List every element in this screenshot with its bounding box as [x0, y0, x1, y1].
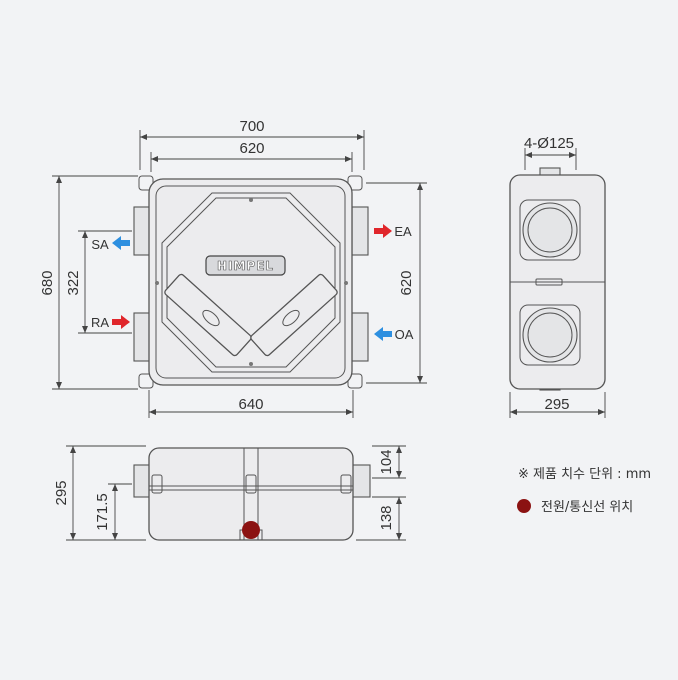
side-upper-duct	[522, 202, 578, 258]
bottom-right-port	[351, 464, 371, 498]
dim-depth: 295	[544, 396, 569, 413]
dim-port-spacing: 322	[65, 270, 82, 295]
logo-plate	[205, 255, 286, 276]
bottom-dimensions: 295 171.5 104 138	[53, 445, 406, 541]
port-label-ea: EA	[394, 224, 412, 239]
bottom-view	[133, 447, 371, 541]
port-label-oa: OA	[395, 327, 414, 342]
filter-slots	[164, 273, 338, 357]
dim-outer-width: 700	[239, 118, 264, 135]
dim-bottom-offset: 138	[378, 505, 395, 530]
dim-port-height: 171.5	[94, 493, 111, 531]
port-label-ra: RA	[91, 315, 109, 330]
airflow-labels: SA RA EA OA	[91, 224, 414, 342]
oa-port	[351, 312, 369, 362]
side-view	[509, 167, 606, 391]
power-legend-dot-icon	[517, 499, 531, 513]
oa-arrow-icon	[374, 327, 392, 341]
unit-body	[148, 178, 353, 386]
power-connection-dot	[242, 521, 260, 539]
side-dimensions: 4-Ø125 295	[509, 135, 606, 418]
port-label-sa: SA	[91, 237, 109, 252]
front-dimensions: 700 620 680 322 620 640	[39, 118, 427, 418]
unit-note: ※ 제품 치수 단위 : mm	[518, 467, 651, 482]
dim-bottom-height: 295	[53, 480, 70, 505]
dim-left-height: 680	[39, 270, 56, 295]
ea-port	[351, 206, 369, 256]
power-position-label: 전원/통신선 위치	[541, 500, 633, 515]
ra-arrow-icon	[112, 315, 130, 329]
dim-top-offset: 104	[378, 449, 395, 474]
ra-port	[133, 312, 151, 362]
legend: ※ 제품 치수 단위 : mm 전원/통신선 위치	[517, 467, 651, 515]
ea-arrow-icon	[374, 224, 392, 238]
brand-logo: HIMPEL	[217, 259, 274, 273]
dim-bottom-width: 640	[238, 396, 263, 413]
sa-arrow-icon	[112, 236, 130, 250]
front-view: HIMPEL	[133, 175, 369, 389]
dim-right-height: 620	[398, 270, 415, 295]
dim-duct: 4-Ø125	[524, 135, 574, 152]
dim-inner-width: 620	[239, 140, 264, 157]
sa-port	[133, 206, 151, 256]
side-lower-duct	[522, 307, 578, 363]
heat-exchanger-core	[161, 192, 341, 373]
